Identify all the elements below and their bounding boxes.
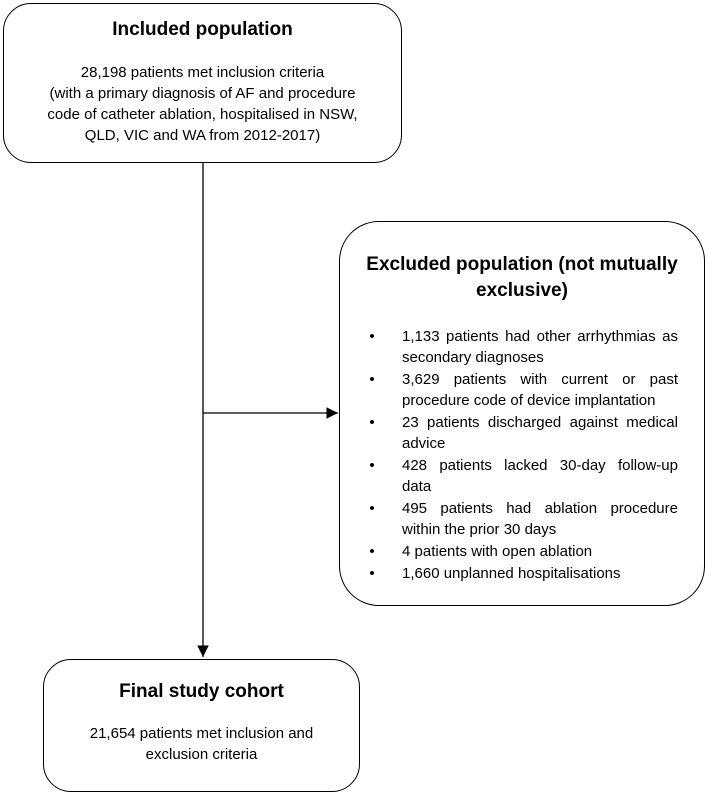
final-line: 21,654 patients met inclusion and: [89, 724, 314, 742]
bullet-icon: •: [369, 565, 375, 582]
included-line: (with a primary diagnosis of AF and proc…: [49, 84, 356, 102]
bullet-icon: •: [369, 543, 375, 560]
final-line: exclusion criteria: [145, 745, 258, 763]
bullet-icon: •: [369, 457, 375, 474]
bullet-icon: •: [369, 414, 375, 431]
exclusion-item-text: 4 patients with open ablation: [402, 543, 593, 560]
exclusion-item-text: 3,629 patients with current or past proc…: [402, 371, 678, 409]
exclusion-item: • 23 patients discharged against medical…: [366, 412, 678, 454]
included-line: code of catheter ablation, hospitalised …: [47, 105, 358, 123]
included-line: 28,198 patients met inclusion criteria: [80, 63, 325, 81]
excluded-title-line: exclusive): [476, 280, 568, 301]
exclusion-list: • 1,133 patients had other arrhythmias a…: [366, 326, 678, 584]
excluded-population-box: Excluded population (not mutually exclus…: [339, 221, 705, 606]
bullet-icon: •: [369, 371, 375, 388]
included-population-box: Included population 28,198 patients met …: [3, 3, 402, 163]
exclusion-item-text: 1,660 unplanned hospitalisations: [402, 565, 621, 582]
included-title: Included population: [112, 19, 293, 40]
exclusion-item: • 3,629 patients with current or past pr…: [366, 369, 678, 411]
excluded-title: Excluded population (not mutually exclus…: [366, 252, 678, 304]
exclusion-item: • 495 patients had ablation procedure wi…: [366, 498, 678, 540]
included-line: QLD, VIC and WA from 2012-2017): [84, 126, 321, 144]
exclusion-item: • 428 patients lacked 30-day follow-up d…: [366, 455, 678, 497]
exclusion-item-text: 428 patients lacked 30-day follow-up dat…: [402, 457, 678, 495]
excluded-title-line: Excluded population (not mutually: [366, 254, 678, 275]
exclusion-item-text: 495 patients had ablation procedure with…: [402, 500, 678, 538]
exclusion-item-text: 23 patients discharged against medical a…: [402, 414, 678, 452]
final-title: Final study cohort: [119, 681, 284, 702]
final-cohort-box: Final study cohort 21,654 patients met i…: [43, 659, 360, 792]
bullet-icon: •: [369, 328, 375, 345]
exclusion-item-text: 1,133 patients had other arrhythmias as …: [402, 328, 678, 366]
bullet-icon: •: [369, 500, 375, 517]
exclusion-item: • 4 patients with open ablation: [366, 541, 678, 562]
exclusion-item: • 1,133 patients had other arrhythmias a…: [366, 326, 678, 368]
exclusion-item: • 1,660 unplanned hospitalisations: [366, 563, 678, 584]
